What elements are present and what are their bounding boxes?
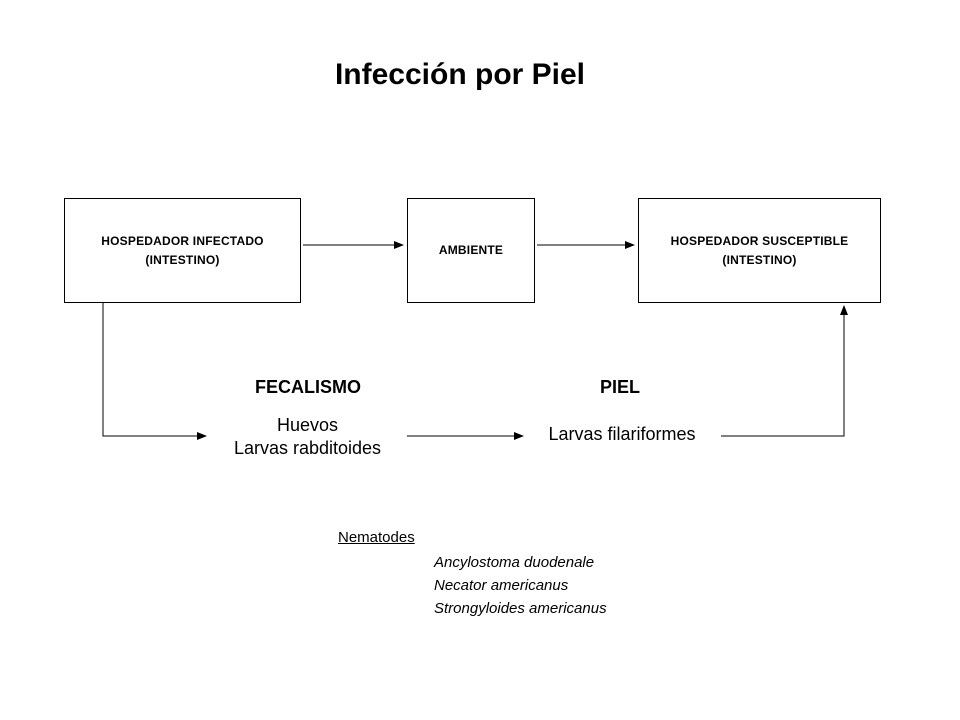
environment-label: AMBIENTE bbox=[438, 243, 504, 257]
rhabditoid-larvae-label: Larvas rabditoides bbox=[233, 438, 382, 458]
arrow-filariform-to-host bbox=[721, 305, 848, 437]
filariform-larvae-label: Larvas filariformes bbox=[548, 424, 696, 444]
species-item: Strongyloides americanus bbox=[434, 600, 607, 617]
arrow-host-to-eggs bbox=[102, 303, 207, 440]
skin-route-label: PIEL bbox=[599, 377, 640, 397]
eggs-label: Huevos bbox=[276, 415, 339, 435]
infected-host-label: HOSPEDADOR INFECTADO bbox=[101, 233, 264, 248]
species-item: Ancylostoma duodenale bbox=[434, 554, 595, 571]
susceptible-host-sublabel: (INTESTINO) bbox=[722, 252, 797, 267]
infected-host-sublabel: (INTESTINO) bbox=[145, 252, 220, 267]
susceptible-host-label: HOSPEDADOR SUSCEPTIBLE bbox=[670, 233, 849, 248]
nematodes-heading: Nematodes bbox=[338, 529, 415, 546]
species-item: Necator americanus bbox=[434, 577, 569, 594]
eggs-larvae-stage: Huevos Larvas rabditoides bbox=[210, 414, 405, 460]
infected-host-node: HOSPEDADOR INFECTADO (INTESTINO) bbox=[64, 198, 301, 303]
nematode-species-list: Ancylostoma duodenale Necator americanus… bbox=[434, 551, 607, 620]
susceptible-host-node: HOSPEDADOR SUSCEPTIBLE (INTESTINO) bbox=[638, 198, 881, 303]
fecalism-route-label: FECALISMO bbox=[255, 377, 361, 397]
environment-node: AMBIENTE bbox=[407, 198, 535, 303]
page-title: Infección por Piel bbox=[334, 58, 586, 91]
